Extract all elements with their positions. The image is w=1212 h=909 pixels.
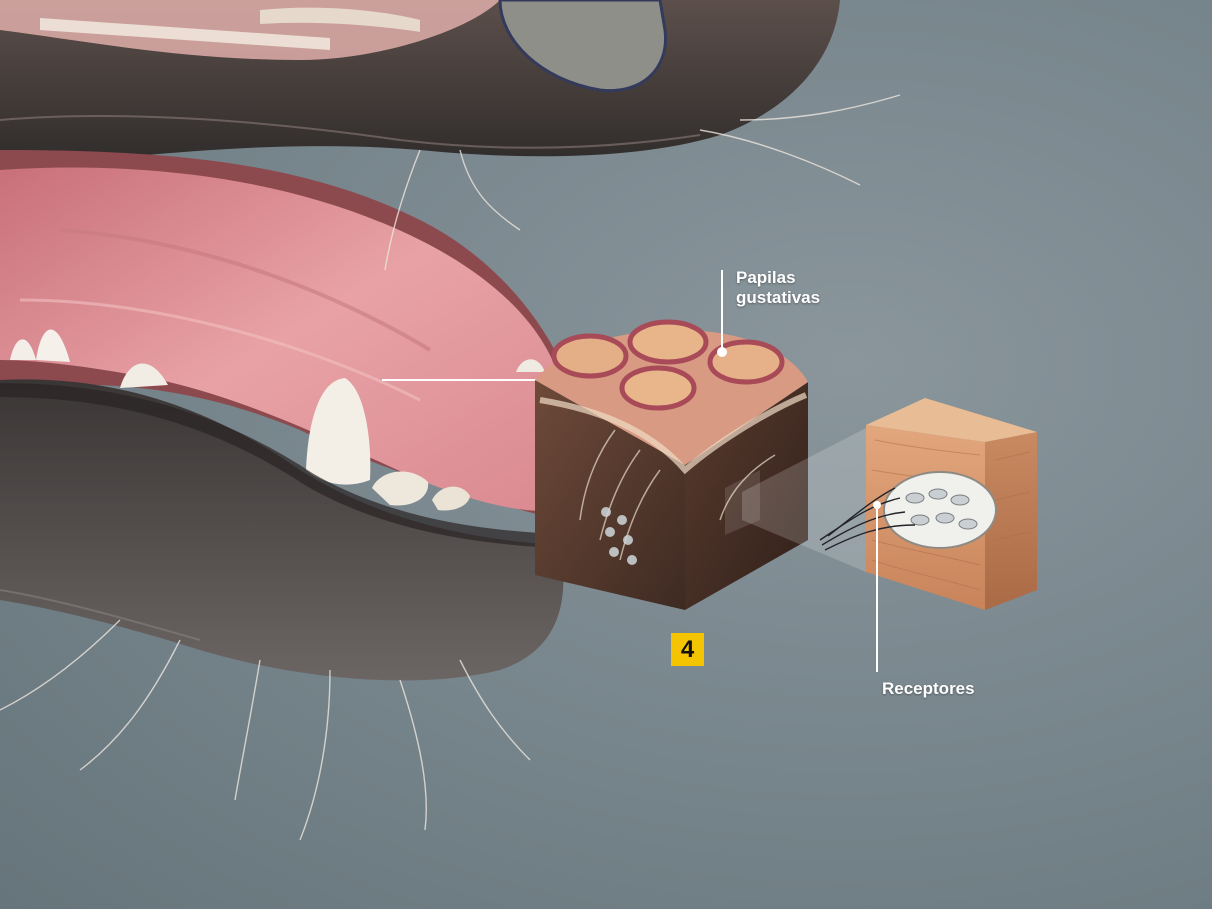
label-papilas-gustativas: Papilas gustativas bbox=[736, 268, 820, 308]
receptores-connector-line bbox=[873, 501, 881, 672]
label-papilas-line2: gustativas bbox=[736, 288, 821, 307]
label-papilas-line1: Papilas bbox=[736, 268, 796, 287]
dog-tongue bbox=[0, 167, 560, 511]
papilas-connector-line bbox=[717, 270, 727, 357]
dog-lower-jaw bbox=[0, 379, 564, 681]
dog-whiskers bbox=[0, 94, 901, 841]
dog-upper-jaw bbox=[0, 0, 840, 170]
papillae-cube bbox=[535, 319, 808, 610]
zoom-beam bbox=[742, 428, 866, 572]
label-receptores: Receptores bbox=[882, 679, 975, 698]
dog-teeth bbox=[10, 329, 545, 511]
step-number-badge: 4 bbox=[671, 633, 704, 666]
receptor-cube bbox=[819, 398, 1037, 610]
